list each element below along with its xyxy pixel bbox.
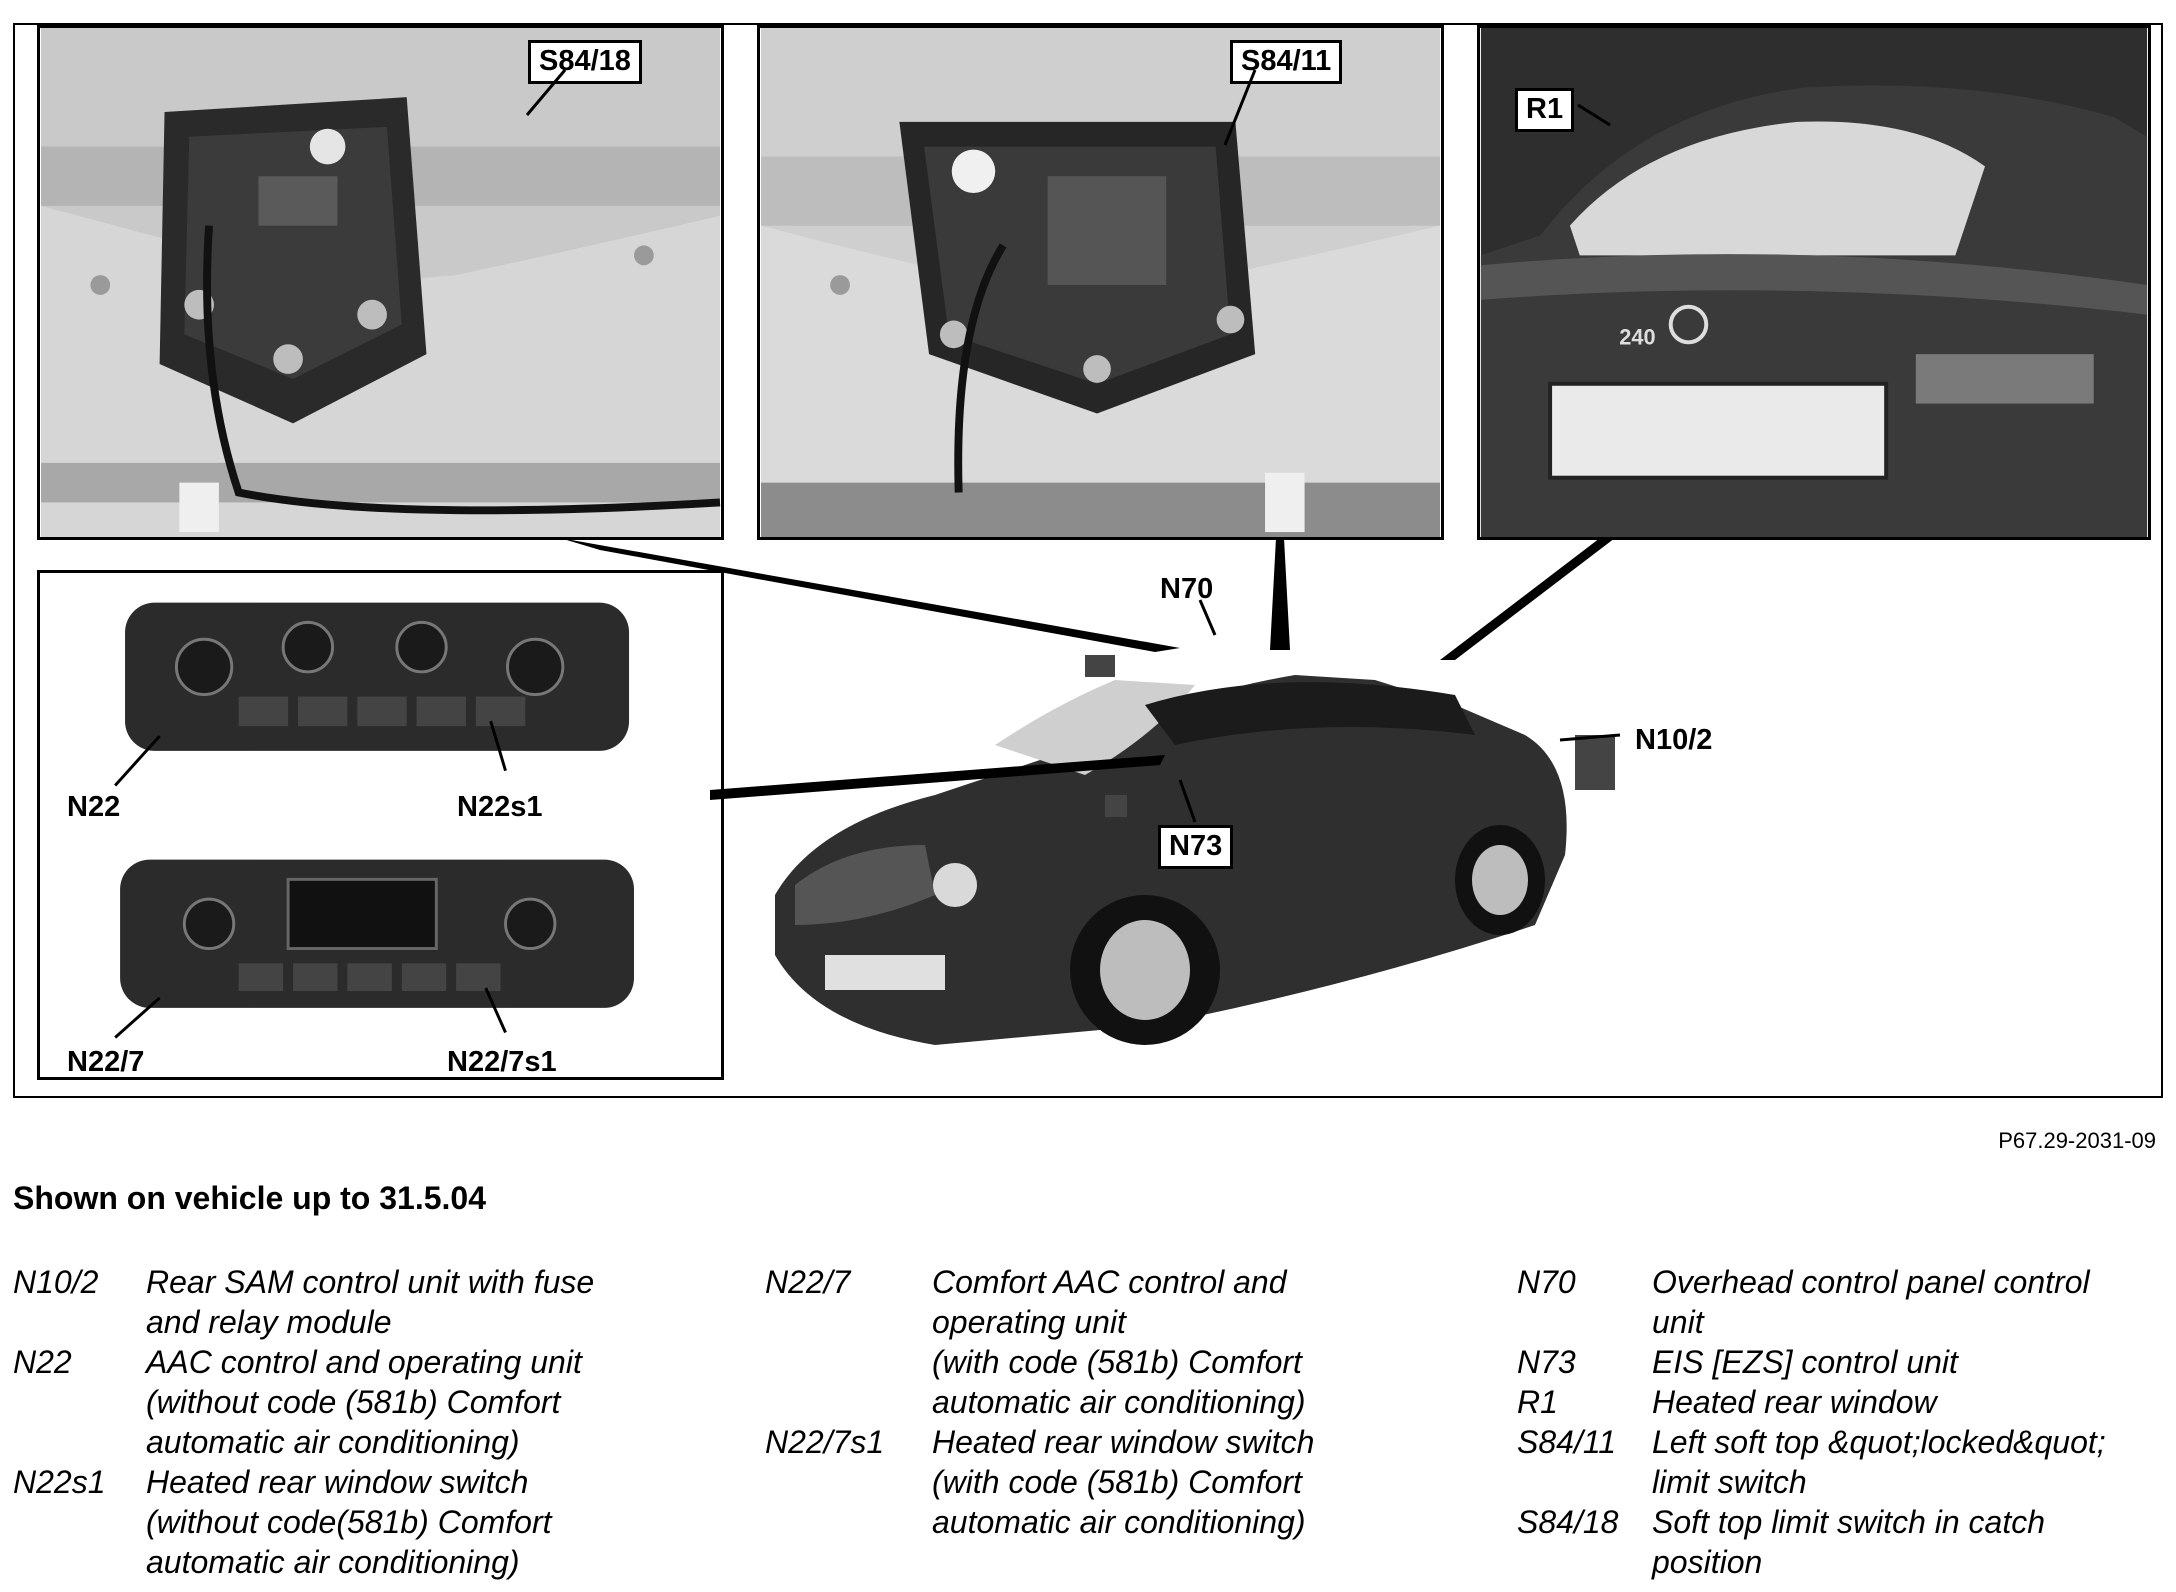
- legend-description: Soft top limit switch in catch position: [1652, 1504, 2046, 1580]
- photo-s84-18: [41, 28, 721, 537]
- legend-column-2: N22/7 Comfort AAC control and operating …: [765, 1262, 1365, 1542]
- photo-climate-control-units: [41, 573, 720, 1077]
- legend-item: N73 EIS [EZS] control unit: [1517, 1342, 2157, 1382]
- legend-description: Heated rear window: [1652, 1384, 1937, 1420]
- panel-heated-rear-window: 240 R1: [1477, 25, 2151, 540]
- figure-reference: P67.29-2031-09: [1998, 1128, 2156, 1153]
- label-n73: N73: [1158, 825, 1234, 869]
- legend-description: Comfort AAC control and operating unit (…: [932, 1264, 1306, 1420]
- legend-item: S84/18 Soft top limit switch in catch po…: [1517, 1502, 2157, 1582]
- label-n22-7s1: N22/7s1: [445, 1046, 559, 1078]
- label-r1: R1: [1515, 88, 1575, 132]
- label-s84-11: S84/11: [1230, 40, 1343, 84]
- legend-description: AAC control and operating unit (without …: [146, 1344, 582, 1460]
- legend-code: S84/18: [1517, 1504, 1619, 1540]
- legend-description: Heated rear window switch (with code (58…: [932, 1424, 1315, 1540]
- legend-code: N22/7: [765, 1264, 851, 1300]
- legend-code: S84/11: [1517, 1424, 1617, 1460]
- legend-item: N70 Overhead control panel control unit: [1517, 1262, 2157, 1342]
- legend-code: N73: [1517, 1344, 1576, 1380]
- legend-description: Rear SAM control unit with fuse and rela…: [146, 1264, 595, 1340]
- legend-code: N10/2: [13, 1264, 99, 1300]
- legend-column-3: N70 Overhead control panel control unit …: [1517, 1262, 2157, 1582]
- svg-text:240: 240: [1619, 324, 1655, 349]
- label-n10-2: N10/2: [1633, 724, 1715, 757]
- legend-description: Heated rear window switch (without code(…: [146, 1464, 552, 1580]
- caption: Shown on vehicle up to 31.5.04: [13, 1180, 486, 1216]
- legend-description: Left soft top &quot;locked&quot; limit s…: [1652, 1424, 2106, 1500]
- label-n70: N70: [1158, 573, 1216, 606]
- legend-column-1: N10/2 Rear SAM control unit with fuse an…: [13, 1262, 673, 1582]
- legend-item: N22/7s1 Heated rear window switch (with …: [765, 1422, 1365, 1542]
- label-n22-7: N22/7: [65, 1046, 147, 1078]
- panel-left-soft-top-locked-limit-switch: S84/11: [757, 25, 1444, 540]
- photo-r1-rear-window: 240: [1480, 28, 2148, 537]
- legend-item: N22 AAC control and operating unit (with…: [13, 1342, 673, 1462]
- legend-description: EIS [EZS] control unit: [1652, 1344, 1958, 1380]
- diagram-figure: S84/18 S84/11: [13, 23, 2163, 1098]
- legend-code: N22: [13, 1344, 72, 1380]
- panel-soft-top-limit-switch-catch: S84/18: [37, 25, 724, 540]
- photo-s84-11: [761, 28, 1440, 537]
- legend-description: Overhead control panel control unit: [1652, 1264, 2090, 1340]
- label-n22s1: N22s1: [455, 791, 545, 824]
- legend-code: N70: [1517, 1264, 1576, 1300]
- legend-code: R1: [1517, 1384, 1558, 1420]
- legend-code: N22/7s1: [765, 1424, 885, 1460]
- legend-item: N22s1 Heated rear window switch (without…: [13, 1462, 673, 1582]
- legend-item: S84/11 Left soft top &quot;locked&quot; …: [1517, 1422, 2157, 1502]
- legend-item: N10/2 Rear SAM control unit with fuse an…: [13, 1262, 673, 1342]
- legend-item: N22/7 Comfort AAC control and operating …: [765, 1262, 1365, 1422]
- label-s84-18: S84/18: [528, 40, 642, 84]
- legend-item: R1 Heated rear window: [1517, 1382, 2157, 1422]
- panel-climate-control-units: N22 N22s1 N22/7 N22/7s1: [37, 570, 724, 1080]
- legend-code: N22s1: [13, 1464, 106, 1500]
- label-n22: N22: [65, 791, 123, 824]
